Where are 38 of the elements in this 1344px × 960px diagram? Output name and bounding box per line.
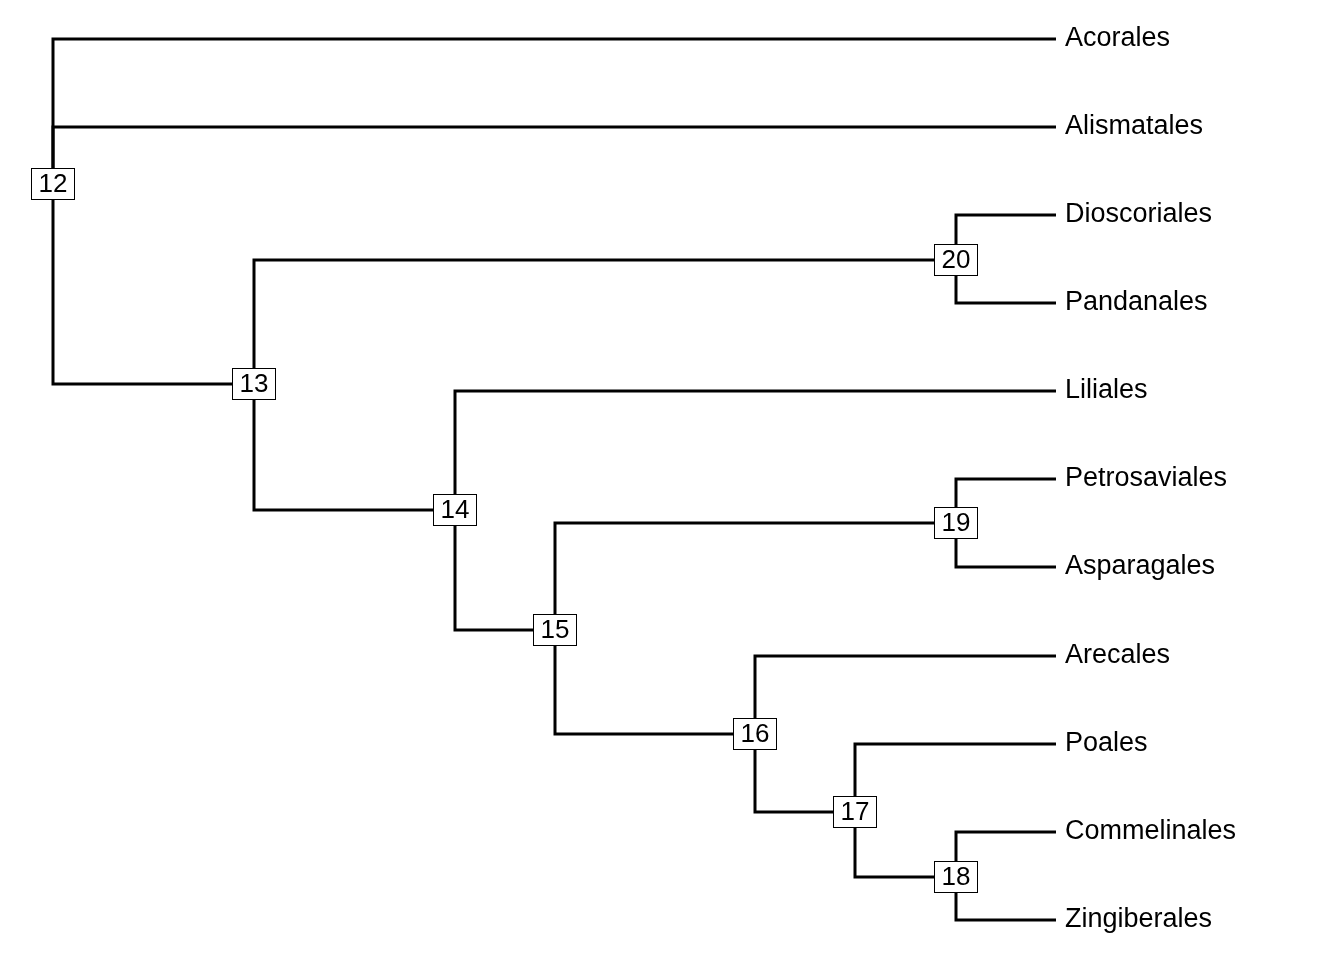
clade-number-box: 14	[433, 494, 477, 526]
branch-line	[453, 389, 1056, 494]
branch-line	[51, 200, 232, 386]
branch-line	[954, 213, 1056, 244]
taxon-label: Alismatales	[1056, 110, 1204, 140]
branch-line	[753, 750, 833, 814]
branch-line	[853, 742, 1056, 796]
clade-number-box: 15	[533, 614, 577, 646]
taxon-label: Asparagales	[1056, 550, 1216, 580]
branch-line	[252, 258, 934, 368]
branch-line	[553, 521, 934, 614]
branch-line	[954, 276, 1056, 305]
branch-line	[753, 654, 1056, 718]
taxon-label: Commelinales	[1056, 815, 1237, 845]
clade-number-box: 13	[232, 368, 276, 400]
taxon-label: Dioscoriales	[1056, 198, 1213, 228]
taxon-label: Petrosaviales	[1056, 462, 1228, 492]
clade-number-box: 17	[833, 796, 877, 828]
taxon-label: Liliales	[1056, 374, 1148, 404]
branch-line	[954, 830, 1056, 861]
clade-number-box: 16	[733, 718, 777, 750]
taxon-label: Acorales	[1056, 22, 1171, 52]
taxon-label: Zingiberales	[1056, 903, 1213, 933]
clade-number-box: 12	[31, 168, 75, 200]
branch-line	[954, 893, 1056, 922]
clade-number-box: 20	[934, 244, 978, 276]
taxon-label: Pandanales	[1056, 286, 1208, 316]
branch-line	[51, 125, 1056, 168]
branch-line	[954, 539, 1056, 569]
taxon-label: Poales	[1056, 727, 1148, 757]
branch-line	[252, 400, 433, 512]
branch-line	[853, 828, 934, 879]
branch-line	[453, 526, 533, 632]
clade-number-box: 19	[934, 507, 978, 539]
branch-line	[553, 646, 733, 736]
clade-number-box: 18	[934, 861, 978, 893]
taxon-label: Arecales	[1056, 639, 1171, 669]
branch-line	[954, 477, 1056, 507]
